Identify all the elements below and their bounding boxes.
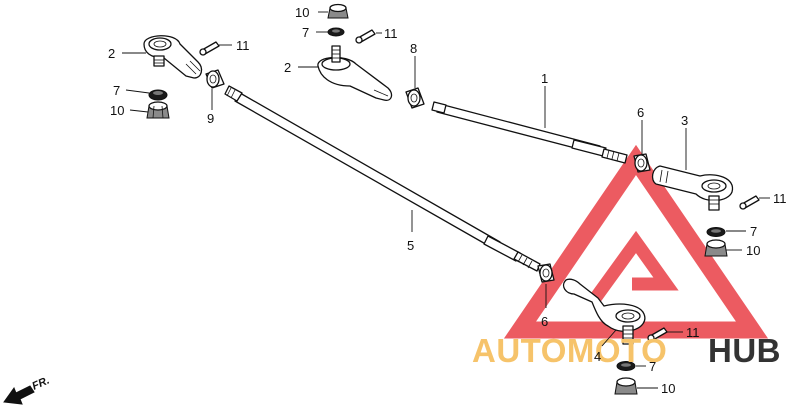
callout-label: 8 xyxy=(410,41,417,56)
callout-label: 2 xyxy=(284,60,291,75)
washer-7-left xyxy=(148,89,168,101)
lock-nut-6-lower xyxy=(537,263,555,283)
callout-label: 2 xyxy=(108,46,115,61)
washer-7-top xyxy=(327,27,345,37)
lock-nut-8 xyxy=(405,87,425,109)
tie-rod-end-2-middle xyxy=(317,45,393,101)
washer-7-lower xyxy=(616,361,636,371)
callout-label: 10 xyxy=(295,5,309,20)
tie-rod-end-4 xyxy=(562,278,646,345)
callout-label: 10 xyxy=(661,381,675,396)
callout-label: 9 xyxy=(207,111,214,126)
callout-label: 4 xyxy=(594,349,601,364)
cotter-pin-11-top xyxy=(355,29,376,44)
callout-label: 5 xyxy=(407,238,414,253)
callout-label: 6 xyxy=(637,105,644,120)
callout-label: 11 xyxy=(236,38,250,53)
watermark-text-part2: HUB xyxy=(708,332,781,369)
lock-nut-9 xyxy=(205,69,225,89)
callout-label: 10 xyxy=(746,243,760,258)
castle-nut-10-left xyxy=(146,101,170,119)
callout-label: 11 xyxy=(773,191,787,206)
callout-label: 3 xyxy=(681,113,688,128)
tie-rod-5 xyxy=(224,85,541,272)
direction-label: FR. xyxy=(30,375,51,393)
lock-nut-6-right xyxy=(633,153,651,173)
callout-label: 7 xyxy=(113,83,120,98)
castle-nut-10-right xyxy=(704,239,728,257)
callout-labels: 10 7 11 2 8 2 11 7 10 9 1 6 3 11 7 10 5 … xyxy=(108,5,787,396)
cotter-pin-11-left xyxy=(199,41,220,56)
callout-label: 11 xyxy=(686,325,700,340)
castle-nut-10-lower xyxy=(614,377,638,395)
cotter-pin-11-right xyxy=(739,195,760,210)
callout-label: 10 xyxy=(110,103,124,118)
callout-label: 6 xyxy=(541,314,548,329)
callout-label: 7 xyxy=(302,25,309,40)
tie-rod-end-3 xyxy=(651,165,734,211)
callout-label: 1 xyxy=(541,71,548,86)
leader-lines xyxy=(122,11,770,389)
watermark-text-part1: AUTOMOTO xyxy=(472,332,667,369)
callout-label: 11 xyxy=(384,26,398,41)
callout-label: 7 xyxy=(750,224,757,239)
front-direction-arrow-icon: FR. xyxy=(3,375,51,405)
callout-label: 7 xyxy=(649,359,656,374)
watermark-wordmark: AUTOMOTO HUB xyxy=(472,332,781,369)
watermark-logo-icon xyxy=(503,144,769,339)
castle-nut-10-top xyxy=(327,3,349,19)
tie-rod-end-2-left xyxy=(143,35,203,79)
tie-rod-1 xyxy=(431,101,628,164)
washer-7-right xyxy=(706,227,726,237)
